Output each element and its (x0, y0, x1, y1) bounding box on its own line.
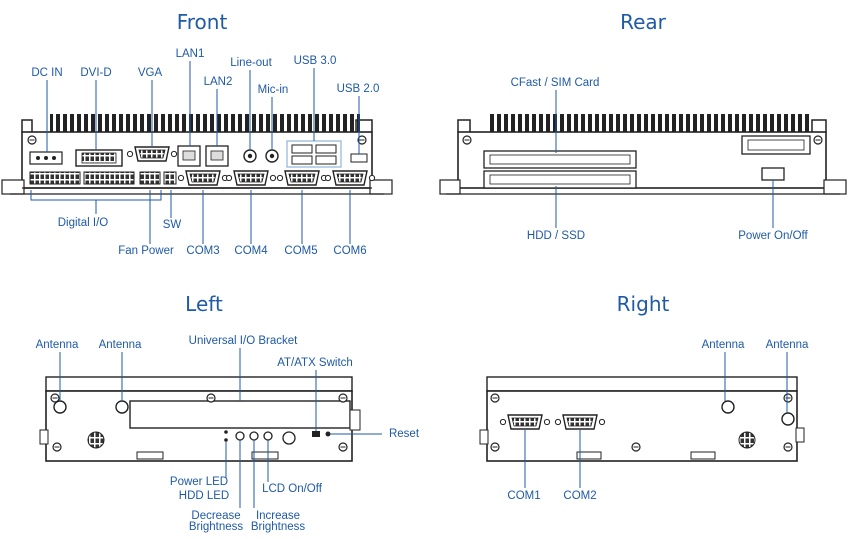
label-left-antenna-2: Antenna (98, 339, 142, 351)
left-leaders (59, 348, 382, 508)
label-cfast-sim: CFast / SIM Card (510, 77, 600, 89)
label-increase-line2: Brightness (250, 521, 306, 533)
rear-title: Rear (620, 10, 666, 34)
label-fan-power: Fan Power (118, 245, 174, 257)
label-com6: COM6 (333, 245, 367, 257)
label-com5: COM5 (284, 245, 318, 257)
label-power-on-off: Power On/Off (738, 230, 808, 242)
right-view-drawing (479, 376, 805, 462)
label-at-atx-switch: AT/ATX Switch (277, 357, 353, 369)
label-power-led: Power LED (169, 476, 229, 488)
front-title: Front (176, 10, 228, 34)
label-vga: VGA (137, 67, 163, 79)
label-com4: COM4 (234, 245, 268, 257)
label-decrease-line2: Brightness (188, 521, 244, 533)
label-com1: COM1 (507, 490, 541, 502)
label-lan1: LAN1 (175, 48, 205, 60)
label-increase-line1: Increase (255, 510, 301, 522)
label-line-out: Line-out (230, 57, 272, 69)
label-digital-io: Digital I/O (57, 217, 109, 229)
label-right-antenna-1: Antenna (701, 339, 745, 351)
label-usb2: USB 2.0 (336, 83, 380, 95)
front-leaders (30, 61, 360, 244)
label-mic-in: Mic-in (257, 84, 289, 96)
label-sw: SW (162, 219, 182, 231)
rear-view-drawing (439, 114, 847, 195)
label-decrease-line1: Decrease (191, 510, 241, 522)
label-usb3: USB 3.0 (293, 55, 337, 67)
left-view-drawing (39, 376, 361, 462)
label-lcd-on-off: LCD On/Off (262, 483, 322, 495)
label-hdd-led: HDD LED (178, 490, 230, 502)
label-universal-io-bracket: Universal I/O Bracket (188, 335, 298, 347)
rear-leaders (555, 90, 774, 228)
right-leaders (524, 352, 788, 488)
label-lan2: LAN2 (203, 76, 233, 88)
label-left-antenna-1: Antenna (35, 339, 79, 351)
label-dc-in: DC IN (31, 67, 63, 79)
label-hdd-ssd: HDD / SSD (526, 230, 586, 242)
right-title: Right (616, 292, 670, 316)
left-title: Left (185, 292, 223, 316)
label-com3: COM3 (186, 245, 220, 257)
label-dvi-d: DVI-D (80, 67, 112, 79)
label-com2: COM2 (563, 490, 597, 502)
label-reset: Reset (388, 428, 420, 440)
label-right-antenna-2: Antenna (765, 339, 809, 351)
front-view-drawing (1, 114, 393, 195)
